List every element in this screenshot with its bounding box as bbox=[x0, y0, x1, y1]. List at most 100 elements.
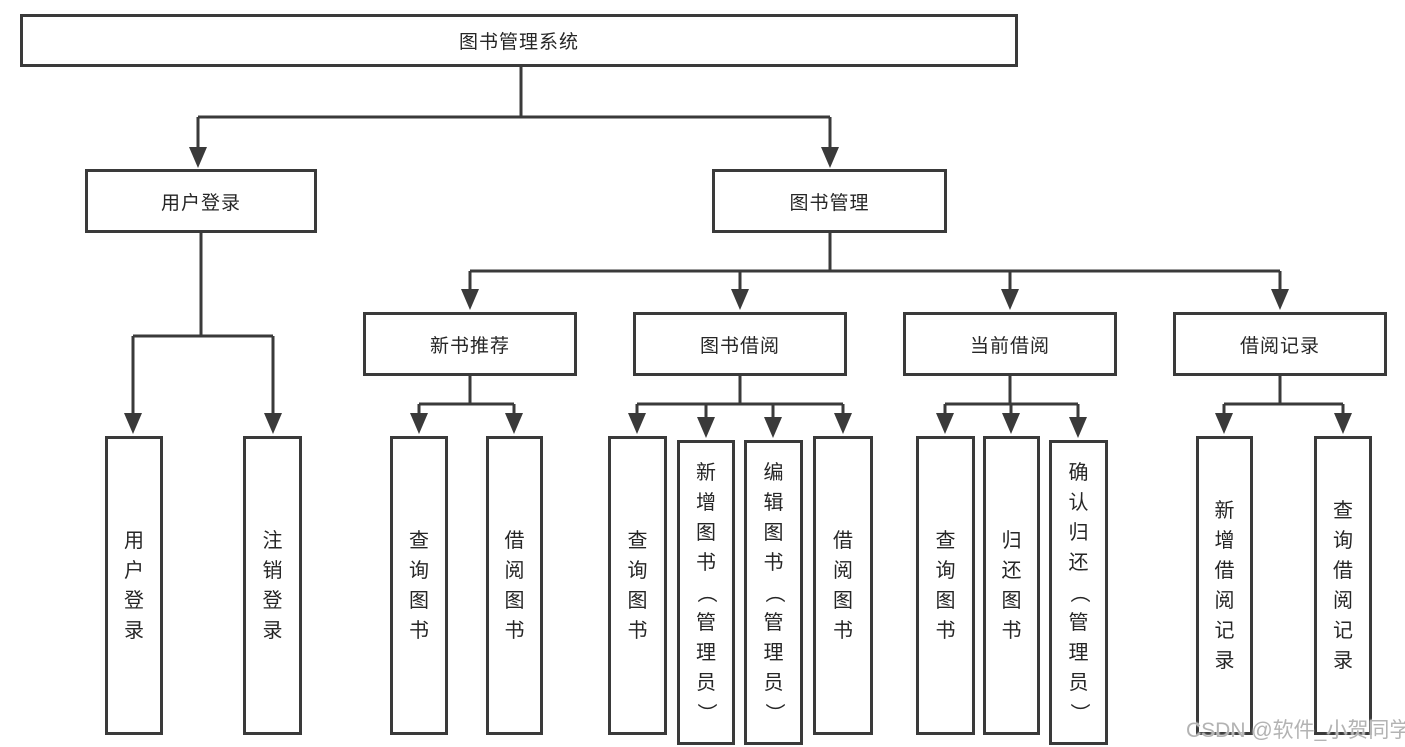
vertical-label-char: 销 bbox=[262, 559, 283, 582]
vertical-label-char: 查 bbox=[627, 529, 648, 552]
leaf-user-login: 用户登录 bbox=[105, 436, 163, 735]
vertical-label-char: 书 bbox=[504, 619, 525, 642]
vertical-label-char: 员 bbox=[696, 671, 716, 694]
node-book-borrowing: 图书借阅 bbox=[633, 312, 847, 376]
vertical-label-char: 询 bbox=[409, 559, 429, 582]
watermark: CSDN @软件_小贺同学 bbox=[1186, 719, 1405, 742]
node-root: 图书管理系统 bbox=[20, 14, 1018, 67]
vertical-label-char: 增 bbox=[1214, 529, 1235, 552]
vertical-label-char: 管 bbox=[763, 611, 784, 634]
vertical-label-char: 录 bbox=[1214, 649, 1235, 672]
vertical-label-char: 书 bbox=[627, 619, 648, 642]
vertical-label-char: 员 bbox=[763, 671, 784, 694]
leaf-edit-book-admin: 编辑图书 （ 管理员 ） bbox=[744, 440, 803, 745]
vertical-label-char: 阅 bbox=[833, 559, 853, 582]
leaf-confirm-return-admin: 确认归还 （ 管理员 ） bbox=[1049, 440, 1108, 745]
vertical-label-char: （ bbox=[695, 582, 717, 603]
vertical-label-char: 书 bbox=[763, 551, 784, 574]
vertical-label-char: 询 bbox=[935, 559, 956, 582]
leaf-query-books-recommend: 查询图书 bbox=[390, 436, 448, 735]
vertical-label-char: 确 bbox=[1068, 461, 1089, 484]
vertical-label-char: 借 bbox=[1214, 559, 1235, 582]
leaf-query-books-current: 查询图书 bbox=[916, 436, 975, 735]
node-book-borrowing-label: 图书借阅 bbox=[699, 335, 780, 357]
node-new-book-recommend: 新书推荐 bbox=[363, 312, 577, 376]
leaf-borrow-books-borrowing: 借阅图书 bbox=[813, 436, 873, 735]
vertical-label-char: 理 bbox=[763, 641, 784, 664]
vertical-label-char: ） bbox=[695, 702, 717, 723]
leaf-add-borrow-record: 新增借阅记录 bbox=[1196, 436, 1253, 735]
vertical-label-char: 新 bbox=[696, 461, 716, 484]
vertical-label-char: 辑 bbox=[763, 491, 784, 514]
vertical-label-char: 归 bbox=[1001, 529, 1022, 552]
vertical-label-char: 书 bbox=[935, 619, 956, 642]
vertical-label-char: 注 bbox=[262, 529, 283, 552]
vertical-label-char: 登 bbox=[262, 589, 283, 612]
vertical-label-char: 管 bbox=[696, 611, 716, 634]
vertical-label-char: 录 bbox=[124, 619, 144, 642]
node-borrowing-records: 借阅记录 bbox=[1173, 312, 1387, 376]
vertical-label-char: 登 bbox=[124, 589, 144, 612]
vertical-label-char: 还 bbox=[1068, 551, 1089, 574]
node-new-book-recommend-label: 新书推荐 bbox=[429, 335, 510, 357]
vertical-label-char: 书 bbox=[833, 619, 853, 642]
vertical-label-char: 图 bbox=[1001, 589, 1022, 612]
leaf-query-books-borrowing: 查询图书 bbox=[608, 436, 667, 735]
vertical-label-char: 图 bbox=[763, 521, 784, 544]
vertical-label-char: 新 bbox=[1214, 499, 1235, 522]
node-user-login-label: 用户登录 bbox=[160, 192, 241, 214]
vertical-label-char: 户 bbox=[124, 559, 144, 582]
vertical-label-char: （ bbox=[762, 582, 785, 603]
vertical-label-char: 查 bbox=[1333, 499, 1353, 522]
vertical-label-char: 查 bbox=[409, 529, 429, 552]
vertical-label-char: 图 bbox=[409, 589, 429, 612]
leaf-logout: 注销登录 bbox=[243, 436, 302, 735]
arrowheads bbox=[124, 147, 1352, 438]
vertical-label-char: 图 bbox=[627, 589, 648, 612]
vertical-label-char: 增 bbox=[696, 491, 716, 514]
vertical-label-char: 图 bbox=[833, 589, 853, 612]
leaf-query-borrow-record: 查询借阅记录 bbox=[1314, 436, 1372, 735]
vertical-label-char: 图 bbox=[696, 521, 716, 544]
vertical-label-char: 录 bbox=[262, 619, 283, 642]
vertical-label-char: 理 bbox=[696, 641, 716, 664]
vertical-label-char: 借 bbox=[504, 529, 525, 552]
vertical-label-char: 管 bbox=[1068, 611, 1089, 634]
vertical-label-char: 图 bbox=[935, 589, 956, 612]
vertical-label-char: 图 bbox=[504, 589, 525, 612]
vertical-label-char: 阅 bbox=[504, 559, 525, 582]
vertical-label-char: 录 bbox=[1333, 649, 1353, 672]
node-borrowing-records-label: 借阅记录 bbox=[1239, 335, 1320, 357]
vertical-label-char: 书 bbox=[409, 619, 429, 642]
vertical-label-char: ） bbox=[762, 702, 785, 723]
vertical-label-char: 编 bbox=[763, 461, 784, 484]
vertical-label-char: 理 bbox=[1068, 641, 1089, 664]
vertical-label-char: 还 bbox=[1001, 559, 1022, 582]
vertical-label-char: 员 bbox=[1068, 671, 1089, 694]
vertical-label-char: 借 bbox=[833, 529, 853, 552]
leaf-return-books: 归还图书 bbox=[983, 436, 1040, 735]
vertical-label-char: 询 bbox=[1333, 529, 1353, 552]
vertical-label-char: 用 bbox=[124, 529, 144, 552]
vertical-label-char: 书 bbox=[1001, 619, 1022, 642]
vertical-label-char: 认 bbox=[1068, 491, 1089, 514]
node-current-borrowing: 当前借阅 bbox=[903, 312, 1117, 376]
vertical-label-char: 阅 bbox=[1214, 589, 1235, 612]
vertical-label-char: 记 bbox=[1214, 619, 1235, 642]
leaf-borrow-books-recommend: 借阅图书 bbox=[486, 436, 543, 735]
vertical-label-char: 查 bbox=[935, 529, 956, 552]
node-root-label: 图书管理系统 bbox=[458, 32, 579, 53]
vertical-label-char: （ bbox=[1067, 582, 1090, 603]
vertical-label-char: 书 bbox=[696, 551, 716, 574]
vertical-label-char: 记 bbox=[1333, 619, 1353, 642]
vertical-label-char: ） bbox=[1067, 702, 1090, 723]
vertical-label-char: 归 bbox=[1068, 521, 1089, 544]
node-book-management-label: 图书管理 bbox=[789, 192, 870, 214]
node-user-login: 用户登录 bbox=[85, 169, 317, 233]
node-current-borrowing-label: 当前借阅 bbox=[969, 335, 1050, 357]
node-book-management: 图书管理 bbox=[712, 169, 947, 233]
vertical-label-char: 询 bbox=[627, 559, 648, 582]
vertical-label-char: 阅 bbox=[1333, 589, 1353, 612]
